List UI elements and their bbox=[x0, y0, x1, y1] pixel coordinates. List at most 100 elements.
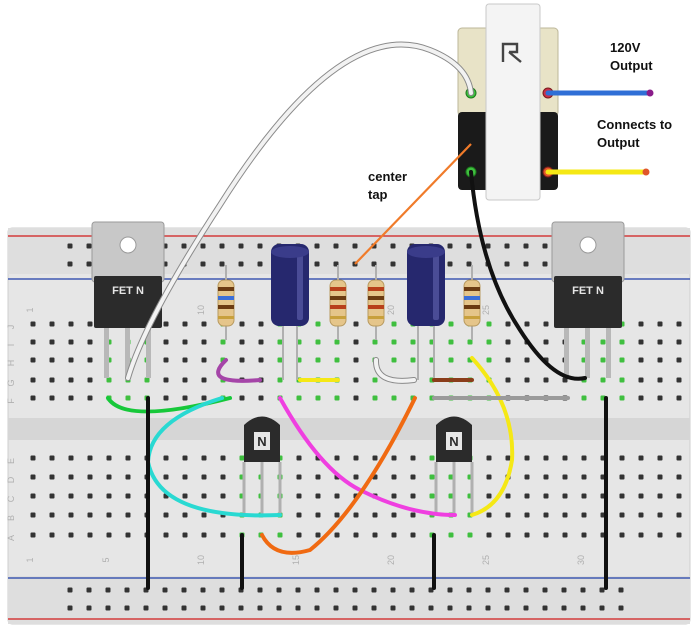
power-rail-hole[interactable] bbox=[86, 243, 92, 249]
breadboard-hole[interactable] bbox=[486, 512, 492, 518]
power-rail-hole[interactable] bbox=[333, 605, 339, 611]
power-rail-hole[interactable] bbox=[200, 587, 206, 593]
breadboard-hole[interactable] bbox=[600, 377, 606, 383]
breadboard-hole[interactable] bbox=[486, 339, 492, 345]
breadboard-hole[interactable] bbox=[49, 395, 55, 401]
power-rail-hole[interactable] bbox=[314, 587, 320, 593]
power-rail-hole[interactable] bbox=[523, 261, 529, 267]
breadboard-hole[interactable] bbox=[638, 474, 644, 480]
breadboard-hole[interactable] bbox=[201, 377, 207, 383]
breadboard-hole[interactable] bbox=[524, 357, 530, 363]
power-rail-hole[interactable] bbox=[314, 605, 320, 611]
breadboard-hole[interactable] bbox=[391, 339, 397, 345]
breadboard-hole[interactable] bbox=[125, 474, 131, 480]
breadboard-hole[interactable] bbox=[125, 493, 131, 499]
breadboard-hole[interactable] bbox=[524, 321, 530, 327]
power-rail-hole[interactable] bbox=[466, 261, 472, 267]
breadboard-hole[interactable] bbox=[201, 512, 207, 518]
breadboard-hole[interactable] bbox=[315, 493, 321, 499]
breadboard-hole[interactable] bbox=[87, 357, 93, 363]
power-rail-hole[interactable] bbox=[86, 587, 92, 593]
power-rail-hole[interactable] bbox=[542, 261, 548, 267]
breadboard-hole[interactable] bbox=[638, 321, 644, 327]
power-rail-hole[interactable] bbox=[447, 587, 453, 593]
breadboard-hole[interactable] bbox=[201, 493, 207, 499]
wire-white-short[interactable] bbox=[373, 358, 416, 383]
power-rail-hole[interactable] bbox=[542, 243, 548, 249]
breadboard-hole[interactable] bbox=[163, 321, 169, 327]
power-rail-hole[interactable] bbox=[504, 587, 510, 593]
breadboard-hole[interactable] bbox=[562, 493, 568, 499]
breadboard-hole[interactable] bbox=[429, 455, 435, 461]
power-rail-hole[interactable] bbox=[390, 605, 396, 611]
power-rail-hole[interactable] bbox=[219, 243, 225, 249]
power-rail-hole[interactable] bbox=[219, 605, 225, 611]
breadboard-hole[interactable] bbox=[220, 339, 226, 345]
breadboard-hole[interactable] bbox=[543, 377, 549, 383]
power-rail-hole[interactable] bbox=[162, 587, 168, 593]
breadboard-hole[interactable] bbox=[676, 532, 682, 538]
breadboard-hole[interactable] bbox=[410, 493, 416, 499]
breadboard-hole[interactable] bbox=[410, 339, 416, 345]
breadboard-hole[interactable] bbox=[334, 532, 340, 538]
breadboard-hole[interactable] bbox=[524, 474, 530, 480]
breadboard-hole[interactable] bbox=[619, 339, 625, 345]
breadboard-hole[interactable] bbox=[49, 321, 55, 327]
breadboard-hole[interactable] bbox=[486, 357, 492, 363]
breadboard-hole[interactable] bbox=[657, 512, 663, 518]
breadboard-hole[interactable] bbox=[372, 532, 378, 538]
breadboard-hole[interactable] bbox=[638, 455, 644, 461]
power-rail-hole[interactable] bbox=[561, 605, 567, 611]
breadboard-hole[interactable] bbox=[581, 532, 587, 538]
breadboard-hole[interactable] bbox=[182, 395, 188, 401]
breadboard-hole[interactable] bbox=[524, 493, 530, 499]
power-rail-hole[interactable] bbox=[162, 605, 168, 611]
breadboard-hole[interactable] bbox=[201, 455, 207, 461]
breadboard-hole[interactable] bbox=[410, 357, 416, 363]
breadboard-hole[interactable] bbox=[676, 357, 682, 363]
breadboard-hole[interactable] bbox=[30, 357, 36, 363]
power-rail-hole[interactable] bbox=[143, 605, 149, 611]
power-rail-hole[interactable] bbox=[447, 605, 453, 611]
breadboard-hole[interactable] bbox=[277, 339, 283, 345]
breadboard-hole[interactable] bbox=[163, 532, 169, 538]
breadboard-hole[interactable] bbox=[562, 377, 568, 383]
power-rail-hole[interactable] bbox=[352, 243, 358, 249]
breadboard-hole[interactable] bbox=[581, 493, 587, 499]
power-rail-hole[interactable] bbox=[371, 605, 377, 611]
breadboard-hole[interactable] bbox=[315, 532, 321, 538]
breadboard-hole[interactable] bbox=[372, 339, 378, 345]
breadboard-hole[interactable] bbox=[467, 532, 473, 538]
breadboard-hole[interactable] bbox=[49, 339, 55, 345]
breadboard-hole[interactable] bbox=[201, 357, 207, 363]
power-rail-hole[interactable] bbox=[276, 587, 282, 593]
breadboard-hole[interactable] bbox=[201, 532, 207, 538]
breadboard-hole[interactable] bbox=[277, 377, 283, 383]
breadboard-hole[interactable] bbox=[391, 493, 397, 499]
breadboard-hole[interactable] bbox=[182, 357, 188, 363]
breadboard-hole[interactable] bbox=[410, 512, 416, 518]
breadboard-hole[interactable] bbox=[353, 474, 359, 480]
breadboard-hole[interactable] bbox=[676, 474, 682, 480]
breadboard-hole[interactable] bbox=[524, 532, 530, 538]
breadboard-hole[interactable] bbox=[581, 474, 587, 480]
breadboard-hole[interactable] bbox=[505, 532, 511, 538]
breadboard-hole[interactable] bbox=[353, 455, 359, 461]
power-rail-hole[interactable] bbox=[352, 605, 358, 611]
wire-white-transformer[interactable] bbox=[126, 42, 473, 380]
breadboard-hole[interactable] bbox=[581, 395, 587, 401]
breadboard-hole[interactable] bbox=[163, 474, 169, 480]
power-rail-hole[interactable] bbox=[67, 243, 73, 249]
breadboard-hole[interactable] bbox=[277, 532, 283, 538]
wire-black-transformer[interactable] bbox=[469, 170, 587, 381]
power-rail-hole[interactable] bbox=[599, 605, 605, 611]
breadboard-hole[interactable] bbox=[334, 493, 340, 499]
power-rail-hole[interactable] bbox=[523, 587, 529, 593]
breadboard-hole[interactable] bbox=[106, 474, 112, 480]
breadboard-hole[interactable] bbox=[49, 377, 55, 383]
breadboard-hole[interactable] bbox=[220, 474, 226, 480]
breadboard-hole[interactable] bbox=[49, 474, 55, 480]
breadboard-hole[interactable] bbox=[391, 512, 397, 518]
power-rail-hole[interactable] bbox=[466, 587, 472, 593]
power-rail-hole[interactable] bbox=[219, 587, 225, 593]
